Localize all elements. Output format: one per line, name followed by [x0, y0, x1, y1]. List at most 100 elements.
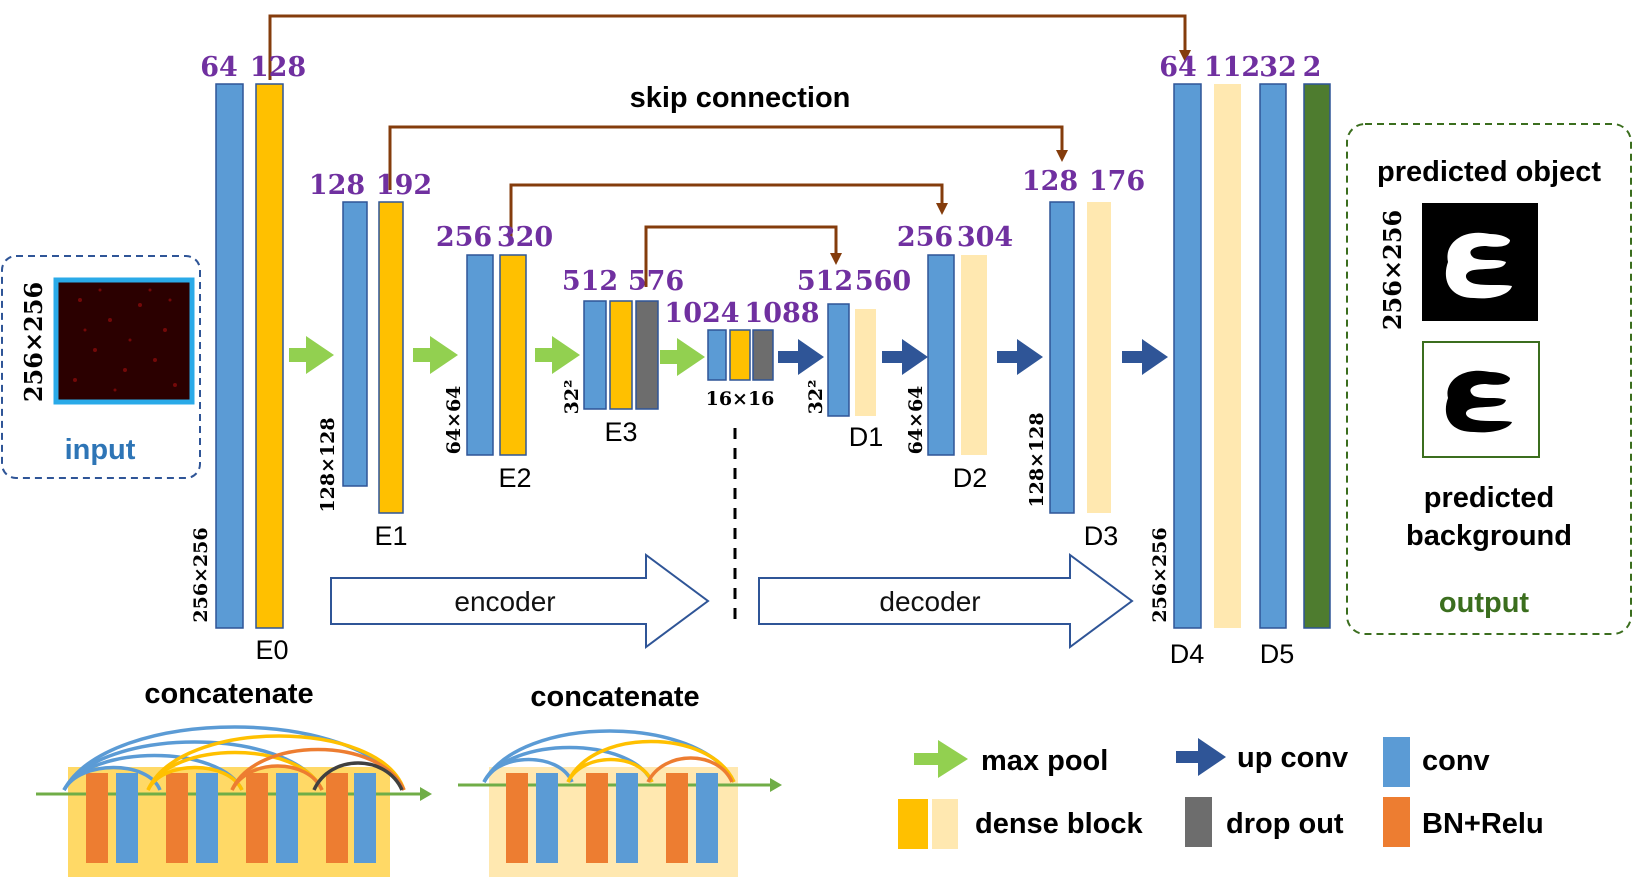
dense-block-bar	[1214, 84, 1241, 628]
up-conv-arrows	[778, 339, 1168, 375]
feature-map-size: 128×128	[1026, 412, 1048, 507]
channel-count: 512	[562, 266, 618, 297]
input-noise-pattern	[73, 288, 177, 392]
up-conv-arrow	[882, 339, 928, 375]
dense-demo-flow-arrowhead	[420, 787, 432, 801]
channel-count: 256	[897, 222, 953, 253]
up-conv-arrow	[778, 339, 824, 375]
block-name: D3	[1084, 521, 1119, 551]
input-image-frame	[53, 277, 195, 405]
channel-count: 128	[1022, 166, 1078, 197]
channel-count: 64	[1159, 52, 1197, 83]
concat-arc	[230, 764, 324, 791]
dropout-bar	[752, 329, 774, 381]
legend-dense-block-icon-dark	[898, 799, 928, 849]
conv-bar	[583, 300, 607, 410]
dense-block-bar	[855, 309, 876, 416]
conv-bar	[1173, 83, 1202, 629]
concat-arc	[230, 747, 406, 791]
dense-block-bar	[255, 83, 284, 629]
dense-demo-right: concatenate	[458, 681, 782, 877]
dense-demo-arcs	[62, 725, 406, 791]
legend-bn-relu-icon	[1383, 797, 1410, 847]
block-d5: 32 2 D5	[1259, 52, 1331, 669]
conv-bar	[196, 773, 218, 863]
legend-up-conv-icon	[1176, 738, 1226, 776]
conv-bar	[827, 303, 850, 417]
decoder-flow: decoder	[758, 553, 1134, 649]
feature-map-size: 64×64	[905, 386, 927, 455]
dense-block-bar	[1087, 202, 1111, 513]
max-pool-arrow	[535, 336, 580, 374]
dense-block-bar	[609, 300, 633, 410]
legend-max-pool-label: max pool	[981, 745, 1108, 777]
skip-connection-e0-d4	[268, 14, 1187, 80]
block-name: E1	[374, 521, 407, 551]
bn-relu-bar	[586, 773, 608, 863]
predicted-background-shape	[1445, 370, 1512, 433]
bn-relu-bar	[246, 773, 268, 863]
conv-bar	[696, 773, 718, 863]
channel-count: 176	[1089, 166, 1145, 197]
decoder-arrow-shape	[758, 553, 1134, 649]
channel-count: 560	[855, 266, 911, 297]
legend-dense-block-icon-light	[932, 799, 958, 849]
legend: max pool up conv conv dense block drop o…	[898, 737, 1544, 849]
channel-count: 128	[250, 52, 306, 83]
block-name: D5	[1260, 639, 1295, 669]
skip-connections	[268, 14, 1187, 287]
channel-count: 32	[1259, 52, 1297, 83]
skip-arrowhead	[1179, 50, 1191, 62]
dense-demo-bars	[506, 773, 718, 863]
dense-demo-bars	[86, 773, 376, 863]
input-panel	[1, 255, 201, 479]
encoder-arrow-shape	[330, 553, 710, 649]
predicted-object-label: predicted object	[1377, 156, 1601, 188]
dense-block-bar	[729, 329, 751, 381]
skip-arrowhead	[1056, 150, 1068, 162]
conv-bar	[342, 201, 368, 487]
encoder-label: encoder	[454, 586, 555, 617]
channel-count: 256	[436, 222, 492, 253]
conv-bar	[536, 773, 558, 863]
channel-count: 192	[376, 170, 432, 201]
channel-count: 64	[200, 52, 238, 83]
legend-conv-label: conv	[1422, 745, 1490, 777]
legend-bn-relu-label: BN+Relu	[1422, 808, 1544, 840]
block-d3: 128 176 128×128 D3	[1022, 166, 1145, 551]
dense-demo-arcs	[482, 729, 736, 783]
feature-map-size: 32²	[805, 380, 827, 415]
output-label: output	[1439, 587, 1530, 619]
bn-relu-bar	[326, 773, 348, 863]
feature-map-size: 256×256	[190, 527, 212, 622]
block-e1: 128 192 128×128 E1	[309, 170, 432, 551]
block-d1: 512 560 32² D1	[797, 266, 911, 452]
channel-count: 2	[1303, 52, 1322, 83]
output-panel	[1346, 123, 1632, 635]
channel-count: 512	[797, 266, 853, 297]
skip-arrowheads	[830, 50, 1191, 265]
block-name: D4	[1170, 639, 1205, 669]
bn-relu-bar	[86, 773, 108, 863]
legend-dropout-icon	[1185, 797, 1212, 847]
encoder-flow: encoder	[330, 553, 710, 649]
conv-bar	[616, 773, 638, 863]
block-name: D1	[849, 422, 884, 452]
conv-bar	[927, 254, 955, 456]
legend-dense-block-label: dense block	[975, 808, 1143, 840]
conv-bar	[1049, 201, 1075, 514]
predicted-object-shape	[1445, 232, 1512, 299]
predicted-background-label-line1: predicted	[1424, 482, 1555, 514]
conv-bar	[707, 329, 727, 381]
up-conv-arrow	[997, 339, 1043, 375]
feature-map-size: 128×128	[317, 417, 339, 512]
block-e3: 512 576 32² E3	[561, 266, 684, 447]
dense-block-bar	[961, 255, 987, 455]
concat-arc	[482, 757, 574, 783]
conv-bar	[466, 254, 494, 456]
dense-demo-flow-arrowhead	[770, 778, 782, 792]
bn-relu-bar	[506, 773, 528, 863]
legend-up-conv-label: up conv	[1237, 742, 1348, 774]
predicted-background-label-line2: background	[1406, 520, 1572, 552]
